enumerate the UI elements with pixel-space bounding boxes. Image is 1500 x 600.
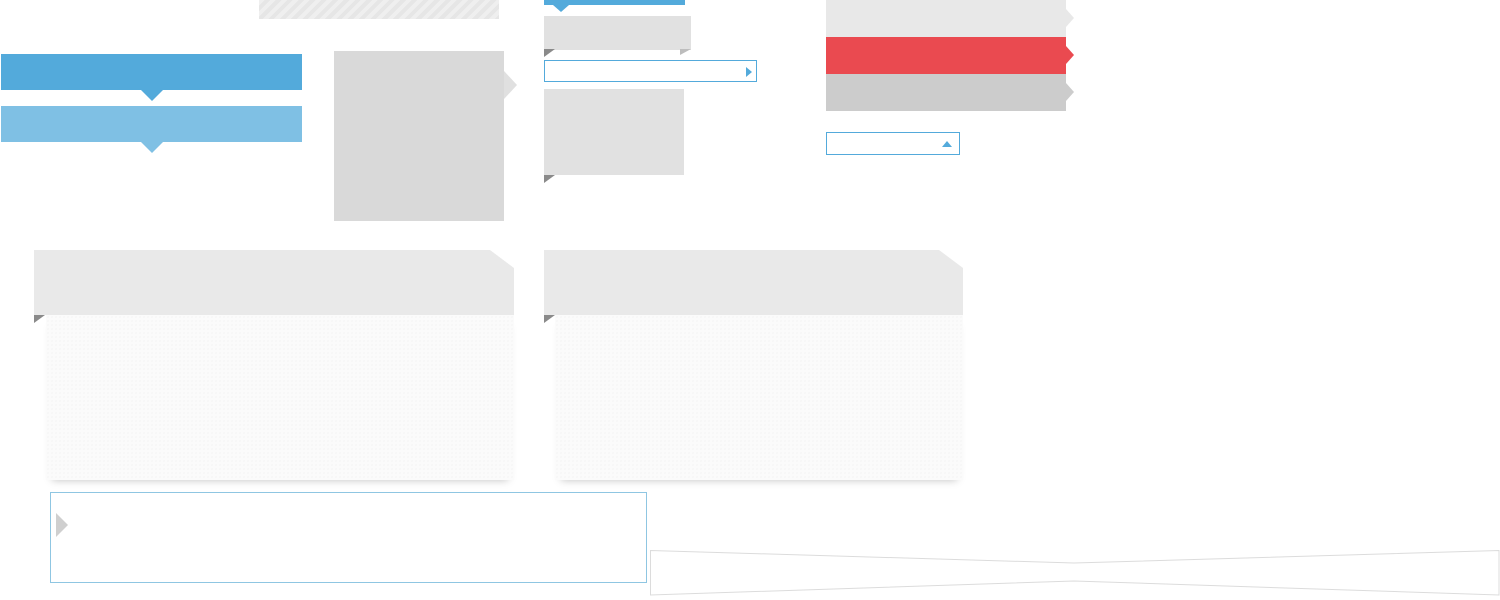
blue-strip xyxy=(544,0,685,5)
tall-grey-panel xyxy=(334,51,504,221)
pointer-down-icon xyxy=(141,90,163,101)
folded-corner-icon xyxy=(544,175,555,183)
blue-banner xyxy=(1,54,302,90)
panel-header xyxy=(544,250,963,315)
grey-card-large xyxy=(544,89,684,175)
pointer-down-icon xyxy=(141,142,163,153)
dropdown-select[interactable] xyxy=(826,132,960,155)
ribbon-shape xyxy=(650,550,1500,596)
pointer-right-icon xyxy=(1066,46,1074,64)
caret-right-icon xyxy=(746,67,752,77)
dropdown-select[interactable] xyxy=(544,60,757,82)
grey-card xyxy=(544,16,691,50)
pointer-down-icon xyxy=(553,5,569,12)
folded-corner-icon xyxy=(680,49,691,55)
tab-item[interactable] xyxy=(826,0,1066,37)
folded-corner-icon xyxy=(544,315,555,323)
caret-up-icon xyxy=(942,141,952,147)
striped-header-bar xyxy=(259,0,499,19)
pointer-right-icon xyxy=(56,513,68,537)
content-box xyxy=(50,492,647,583)
panel-header xyxy=(34,250,514,315)
folded-corner-icon xyxy=(544,49,555,57)
pointer-right-icon xyxy=(504,71,517,99)
pointer-right-icon xyxy=(1066,83,1074,101)
tab-item[interactable] xyxy=(826,74,1066,111)
tab-item-active[interactable] xyxy=(826,37,1066,74)
panel-body xyxy=(46,315,514,480)
panel-body xyxy=(555,315,963,480)
pointer-right-icon xyxy=(1066,9,1074,27)
folded-corner-icon xyxy=(34,315,45,323)
light-blue-banner xyxy=(1,106,302,142)
